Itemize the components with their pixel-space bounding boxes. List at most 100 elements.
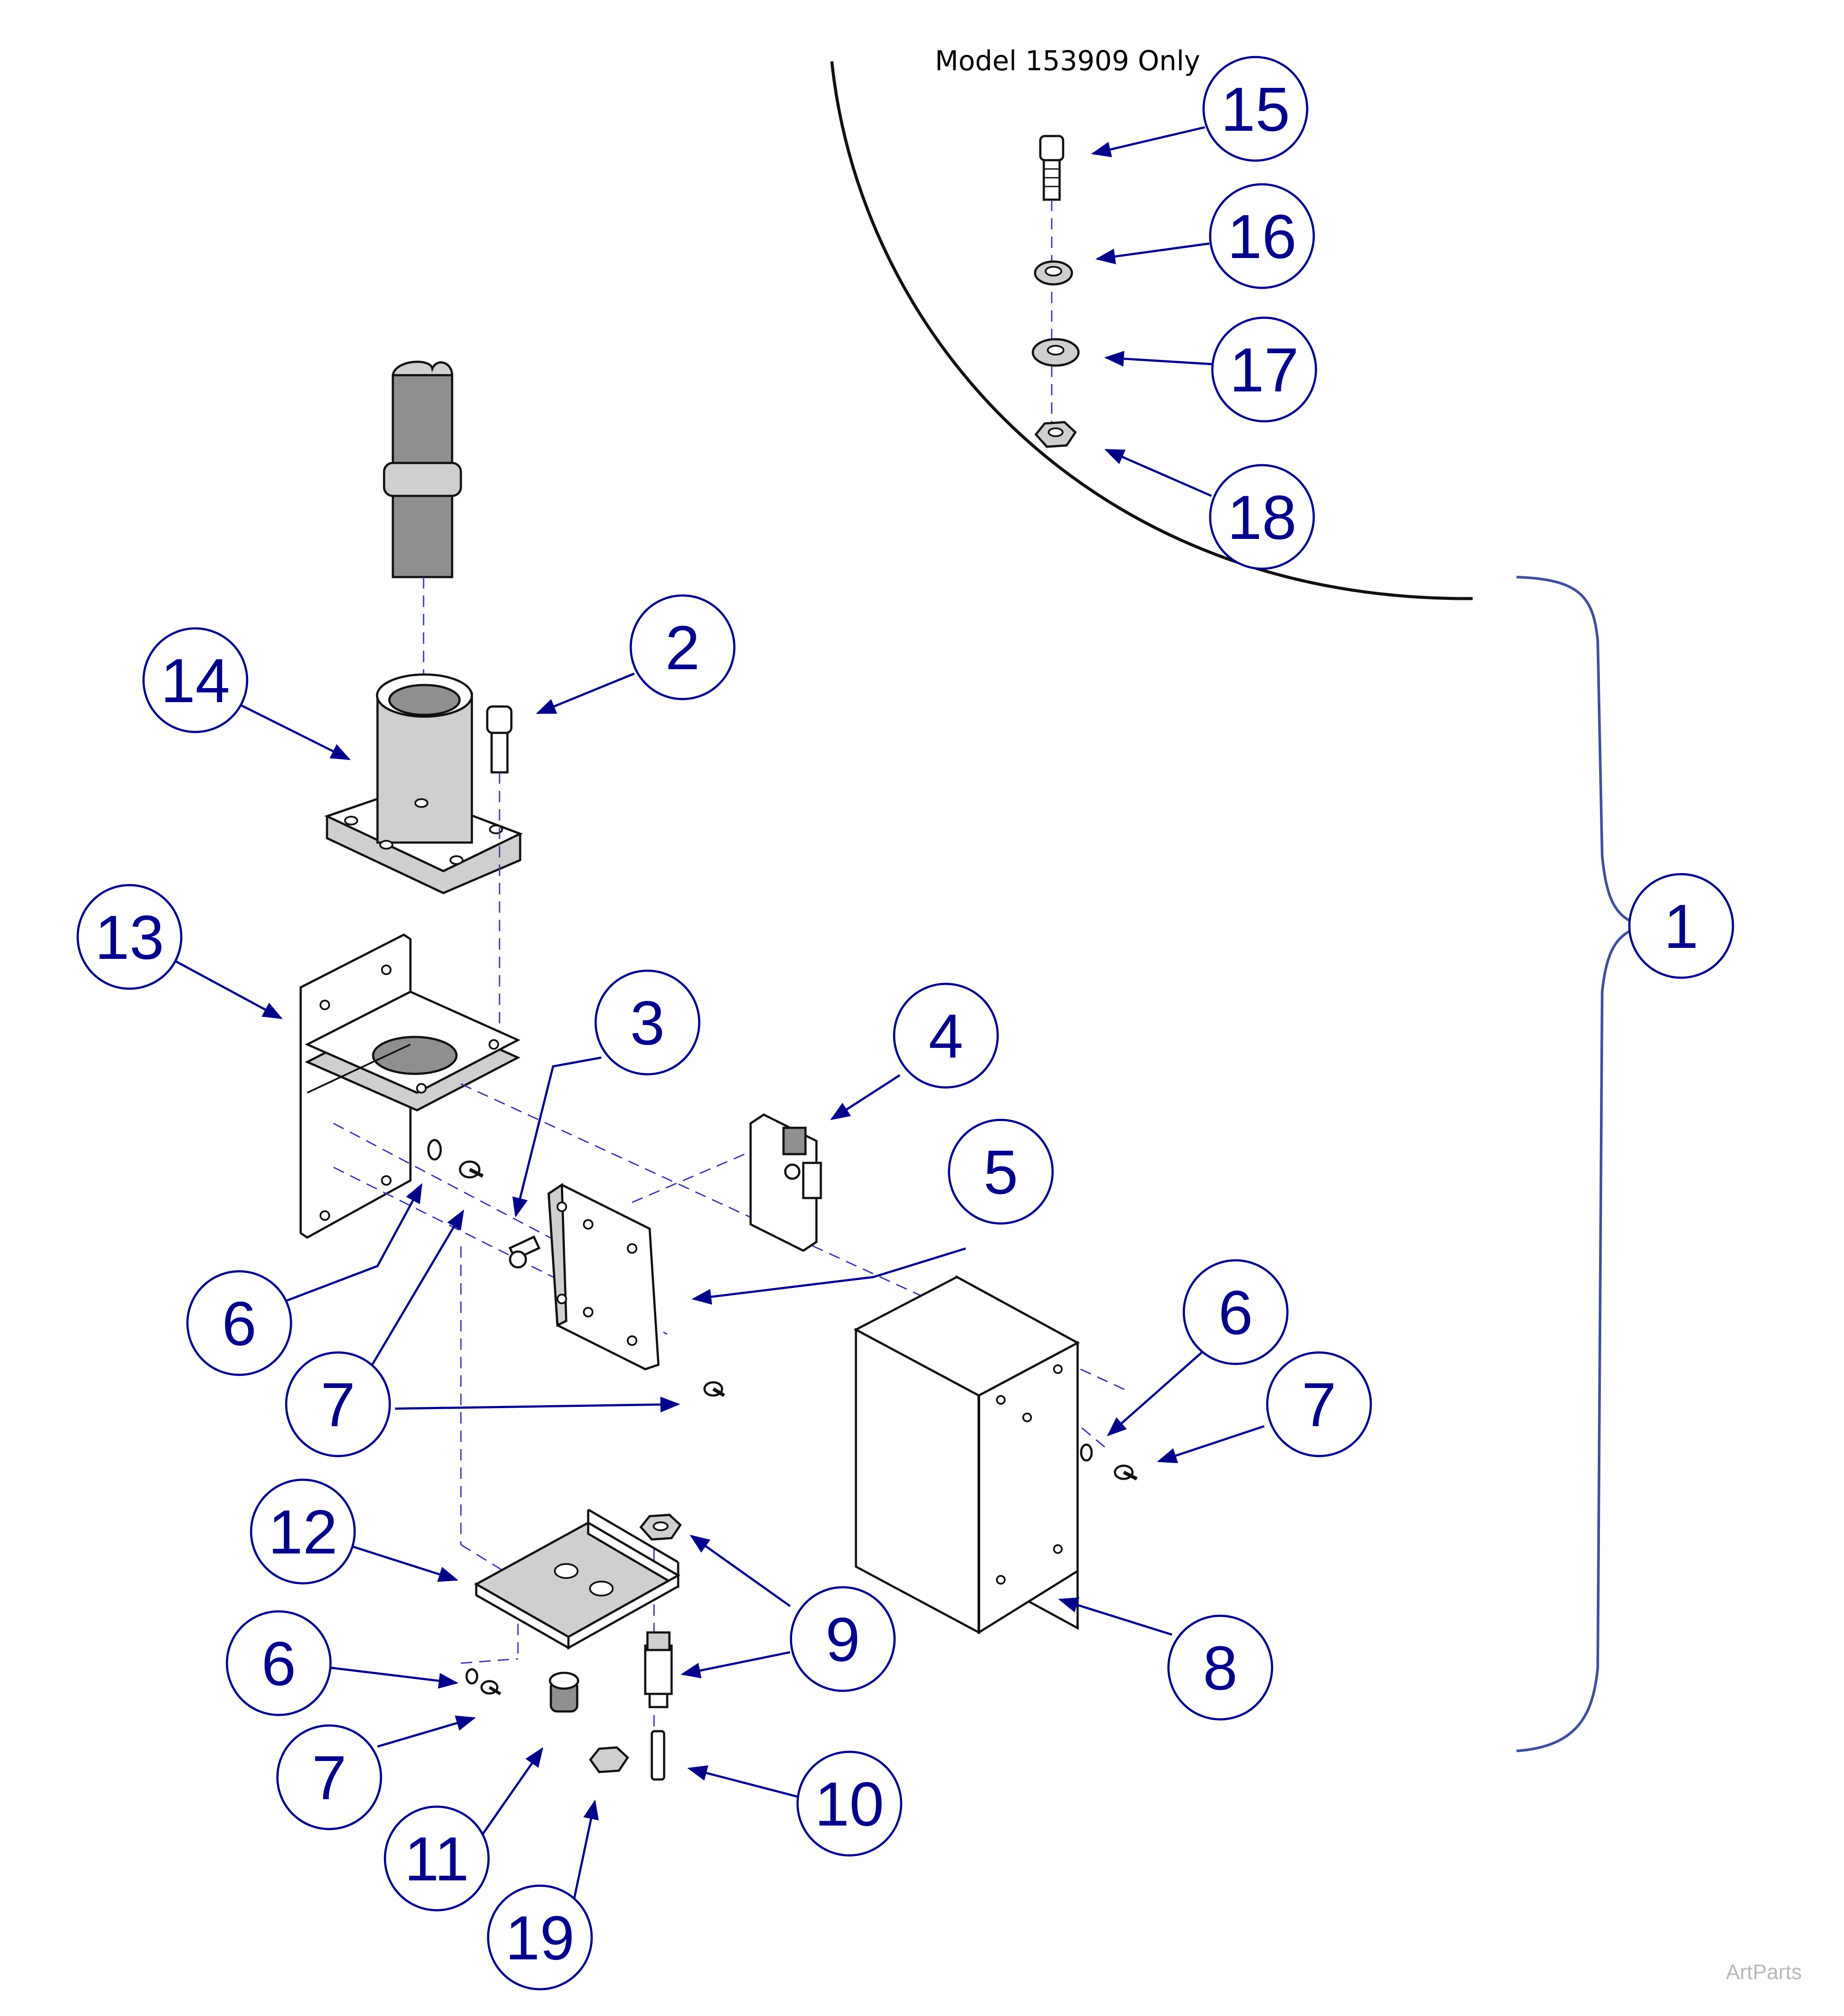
svg-text:18: 18 [1227, 483, 1297, 552]
callout-12: 12 [250, 1478, 356, 1585]
leader-5 [691, 1247, 966, 1305]
leader-7-upper [370, 1209, 464, 1368]
callout-7-cover: 7 [1266, 1351, 1372, 1457]
circuit-board-4 [749, 1113, 822, 1252]
strain-relief-11 [549, 1672, 579, 1713]
leader-14 [234, 701, 351, 760]
leader-7-plate [395, 1396, 680, 1413]
callout-8: 8 [1167, 1614, 1273, 1721]
callout-6-upper: 6 [186, 1270, 292, 1376]
callout-13: 13 [76, 884, 183, 990]
svg-text:19: 19 [505, 1903, 575, 1973]
nut-19 [589, 1746, 629, 1773]
callout-6-cover: 6 [1183, 1259, 1289, 1365]
svg-text:12: 12 [268, 1497, 338, 1567]
model-note: Model 153909 Only [935, 45, 1200, 77]
svg-text:4: 4 [929, 1001, 963, 1071]
housing-14 [324, 673, 523, 894]
leader-19 [569, 1799, 599, 1916]
callout-7-tray: 7 [276, 1724, 382, 1830]
callout-18: 18 [1209, 464, 1315, 570]
svg-text:15: 15 [1221, 75, 1290, 144]
cover-8 [853, 1275, 1080, 1635]
screw-7-plate [703, 1381, 726, 1397]
leader-8 [1058, 1597, 1172, 1636]
nut-9 [639, 1514, 682, 1541]
leader-16 [1095, 242, 1210, 265]
svg-text:11: 11 [404, 1824, 469, 1894]
washer-6-cover [1080, 1443, 1093, 1462]
assembly-brace [1516, 576, 1644, 1752]
leader-18 [1104, 448, 1212, 497]
tray-12 [474, 1508, 681, 1650]
leader-3 [512, 1056, 602, 1218]
leader-2 [536, 672, 635, 714]
leader-13 [170, 958, 283, 1019]
leader-9-nut [690, 1535, 791, 1607]
svg-text:5: 5 [984, 1137, 1018, 1207]
hex-nut-18 [1034, 421, 1077, 448]
screw-3 [508, 1235, 541, 1269]
bracket-13 [299, 933, 521, 1239]
fuse-10 [651, 1730, 665, 1781]
leader-4 [830, 1074, 901, 1120]
lock-washer-16 [1034, 260, 1073, 286]
callout-5: 5 [948, 1119, 1054, 1225]
leader-17 [1104, 351, 1214, 367]
callout-2: 2 [629, 594, 736, 700]
leader-7-tray [377, 1715, 476, 1748]
mounting-plate-5 [547, 1183, 660, 1370]
callout-19: 19 [487, 1884, 593, 1991]
flat-washer-17 [1032, 338, 1080, 367]
screw-7-tray [480, 1680, 501, 1696]
svg-text:6: 6 [262, 1629, 296, 1699]
callout-15: 15 [1202, 56, 1308, 162]
leader-6-upper [285, 1183, 423, 1302]
callout-9: 9 [790, 1586, 896, 1692]
socket-head-screw-15 [1039, 135, 1064, 201]
leader-7-cover [1157, 1425, 1265, 1464]
svg-text:8: 8 [1203, 1633, 1238, 1703]
callout-1: 1 [1628, 873, 1734, 979]
callout-10: 10 [796, 1751, 902, 1857]
watermark: ArtParts [1726, 1961, 1802, 1984]
leader-15 [1091, 126, 1205, 158]
svg-text:6: 6 [222, 1289, 257, 1359]
detail-arc [830, 61, 1473, 600]
callout-17: 17 [1211, 316, 1317, 423]
screw-7-cover [1114, 1464, 1138, 1481]
leader-12 [346, 1543, 459, 1582]
svg-text:14: 14 [161, 646, 230, 716]
svg-text:16: 16 [1227, 202, 1297, 272]
leader-10 [687, 1765, 799, 1798]
svg-text:7: 7 [1302, 1370, 1337, 1440]
washer-6-upper [427, 1139, 442, 1161]
svg-text:17: 17 [1229, 335, 1299, 405]
callout-4: 4 [893, 983, 999, 1089]
leader-9-fuse [680, 1651, 791, 1679]
column-tube [383, 360, 462, 578]
svg-text:10: 10 [815, 1769, 884, 1839]
callout-11: 11 [384, 1805, 490, 1912]
callout-3: 3 [594, 969, 701, 1076]
fuse-holder-9 [644, 1631, 673, 1708]
screw-7-upper [459, 1160, 484, 1179]
svg-text:1: 1 [1664, 892, 1699, 961]
callout-7-upper: 7 [285, 1351, 391, 1457]
svg-text:7: 7 [312, 1743, 347, 1813]
callout-14: 14 [142, 627, 248, 733]
cap-screw-2 [486, 705, 513, 774]
callout-16: 16 [1209, 183, 1315, 289]
svg-text:9: 9 [826, 1605, 860, 1675]
callout-6-tray: 6 [226, 1610, 332, 1716]
svg-text:3: 3 [630, 988, 665, 1058]
svg-text:13: 13 [95, 903, 164, 972]
svg-text:7: 7 [321, 1370, 356, 1440]
leader-6-cover [1107, 1351, 1204, 1436]
svg-text:6: 6 [1219, 1278, 1253, 1348]
washer-6-tray [465, 1668, 478, 1685]
leader-11 [471, 1747, 543, 1851]
svg-text:2: 2 [665, 613, 700, 683]
leader-6-tray [329, 1666, 459, 1689]
